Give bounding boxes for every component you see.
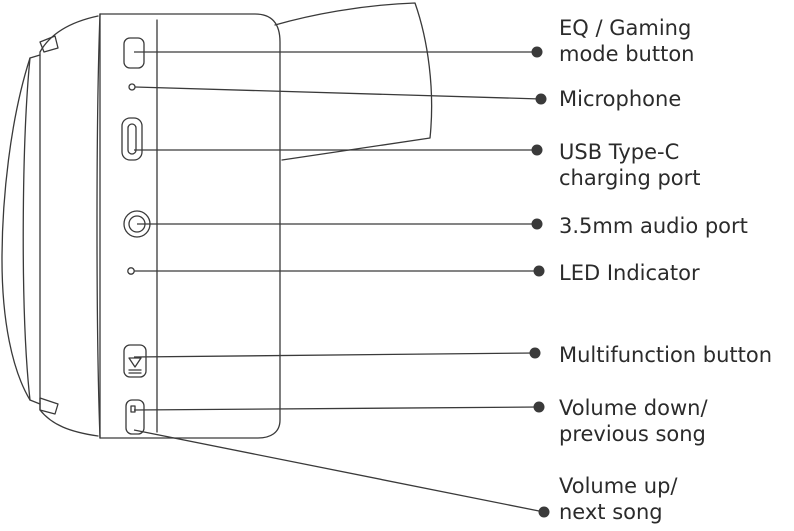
multifunction-lines xyxy=(128,369,142,374)
cushion-inner xyxy=(22,54,41,405)
label-microphone: Microphone xyxy=(559,86,681,112)
dot-vol-down xyxy=(533,401,545,413)
earcup-body xyxy=(99,13,281,439)
dot-led xyxy=(533,265,545,277)
label-vol-up-line2: next song xyxy=(559,500,663,524)
leader-mic xyxy=(134,86,542,100)
label-led-line1: LED Indicator xyxy=(559,261,700,285)
label-vol-down-line2: previous song xyxy=(559,422,706,446)
label-mic-line1: Microphone xyxy=(559,87,682,111)
dot-usb xyxy=(531,144,543,156)
usb-c-port-inner xyxy=(127,123,137,155)
dot-multifunction xyxy=(529,347,541,359)
outer-shell-curve xyxy=(96,13,101,439)
label-vol-down: Volume down/ previous song xyxy=(559,395,708,447)
top-hinge xyxy=(39,35,59,53)
label-usb-line2: charging port xyxy=(559,166,701,190)
volume-buttons-shape xyxy=(125,399,145,435)
volume-down-mark xyxy=(130,405,136,413)
headband-arm xyxy=(274,2,433,161)
far-cushion xyxy=(1,57,31,401)
dot-eq xyxy=(531,46,543,58)
label-audio-port: 3.5mm audio port xyxy=(559,213,748,239)
label-multifunction: Multifunction button xyxy=(559,342,772,368)
led-dot xyxy=(127,267,135,275)
bottom-hinge xyxy=(39,397,59,415)
dot-mic xyxy=(535,93,547,105)
leader-vol-down xyxy=(133,406,540,411)
eq-button-shape xyxy=(123,37,145,69)
label-led: LED Indicator xyxy=(559,260,700,286)
label-multifunction-line1: Multifunction button xyxy=(559,343,773,367)
dot-audio xyxy=(531,218,543,230)
label-audio-line1: 3.5mm audio port xyxy=(559,214,748,238)
label-eq-gaming: EQ / Gaming mode button xyxy=(559,15,695,67)
usb-c-port-outer xyxy=(121,117,143,161)
multifunction-triangle xyxy=(128,357,142,368)
label-vol-up-line1: Volume up/ xyxy=(559,474,678,498)
multifunction-button-shape xyxy=(123,344,147,378)
label-eq-line1: EQ / Gaming xyxy=(559,16,692,40)
leader-multifunction xyxy=(133,352,536,358)
leader-vol-up xyxy=(133,429,545,513)
label-eq-line2: mode button xyxy=(559,42,695,66)
dot-vol-up xyxy=(538,506,550,518)
label-vol-up: Volume up/ next song xyxy=(559,473,678,525)
mic-hole xyxy=(128,83,136,91)
cushion-rim xyxy=(39,15,99,437)
label-vol-down-line1: Volume down/ xyxy=(559,396,708,420)
label-usb-line1: USB Type-C xyxy=(559,140,680,164)
label-usb-c: USB Type-C charging port xyxy=(559,139,701,191)
